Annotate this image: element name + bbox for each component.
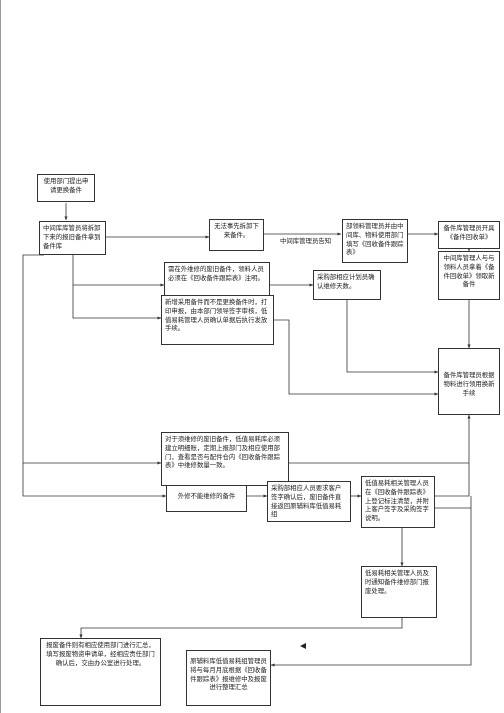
edge-repairinquire-to-exchange: [289, 414, 471, 464]
edge-label-notify: 中间库管理员告知: [279, 237, 333, 246]
node-notify-scrap: 低易耗相关管理人员及时通知备件维修部门报废处理。: [361, 566, 437, 618]
node-monthly-report: 原辅料库低值易耗组管理员将与每月月底根据《回收备件跟踪表》报维修中及报废进行整理…: [186, 650, 271, 706]
edge-lowvalue-to-exchange: [435, 463, 470, 497]
edge-store-to-repairinquire: [22, 254, 162, 465]
edge-store-to-oldcheck: [72, 255, 165, 287]
node-out-repair: 外修不能维修的备件: [166, 485, 247, 512]
node-purchase-staff: 采购部相应人员要求客户签字确认后，废旧备件直接返回原辅料库低值易耗组: [267, 481, 351, 522]
node-dept-fill-form: 部领料管理员并由中间库、物料使用部门填写《回收备件跟踪表》: [342, 219, 408, 263]
node-purchase-plan: 采购部相应计划员确认维修天数。: [313, 270, 381, 300]
node-store-manager: 中间库库管员将拆卸下来的报旧备件拿到备件库: [39, 221, 106, 255]
edge-plan-to-exchange: [346, 300, 439, 374]
edge-notify-to-monthly: [270, 496, 472, 667]
node-exchange: 备件库管理员根据物料进行领用换新手续: [438, 348, 500, 415]
node-store-person-bring: 中间库管理人与与领料人员拿着《备件回收单》领取新备件: [438, 251, 500, 300]
edge-new-to-exchange: [274, 319, 439, 396]
node-issue-recovery-order: 备件库管理员开具《备件回收单》: [438, 221, 500, 249]
pointer-arrow-mark: [300, 643, 306, 649]
edge-notify-to-scrap: [79, 618, 403, 639]
node-scrap-summary: 报废备件则有相应使用部门进行汇总，填写报废物资申请单，经相应责任部门确认后，交由…: [40, 638, 161, 706]
node-cannot-remove: 无法事先拆卸下来备件。: [209, 219, 264, 251]
node-new-parts: 新增采用备件而不是更换备件时，打印申报，由本部门领导签字审核，低值易耗管理人员确…: [161, 295, 274, 345]
node-low-value-staff: 低值易耗相关管理人员在《回收备件跟踪表》上登记标注清楚，并附上客户签字及采购签字…: [361, 476, 435, 528]
edge-store-to-outrepair: [22, 463, 167, 498]
edge-store-to-new: [72, 285, 162, 320]
node-repair-inquire: 对于须维修的废旧备件，低值易耗库必须建立明细账，定期上报部门及相应使用部门，查看…: [161, 432, 289, 486]
node-request: 使用部门提出申请更换备件: [37, 174, 95, 202]
